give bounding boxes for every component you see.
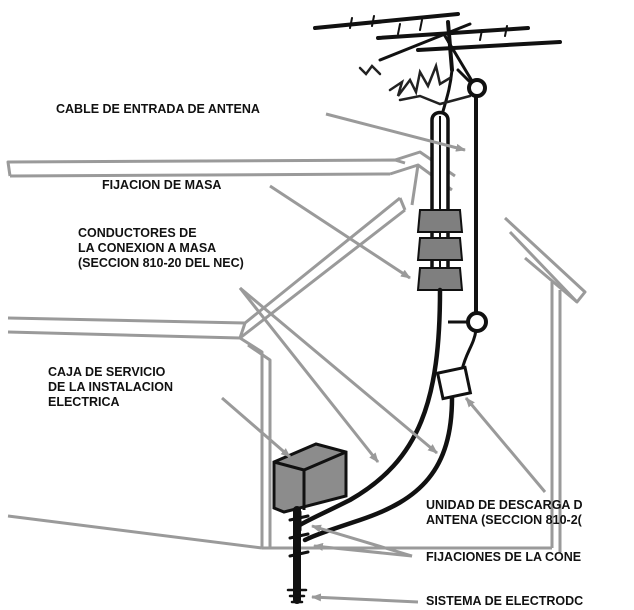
arrow-conductor-1: [238, 287, 380, 463]
arrow-sistema-electrodo: [311, 593, 419, 604]
label-unidad-descarga-line1: UNIDAD DE DESCARGA D: [426, 498, 583, 512]
arrow-cable-entrada: [325, 112, 466, 152]
label-caja-servicio-line2: DE LA INSTALACION: [48, 380, 173, 394]
arrow-fijaciones-1: [311, 524, 413, 558]
label-unidad-descarga: UNIDAD DE DESCARGA D ANTENA (SECCION 810…: [426, 498, 583, 528]
ground-electrode: [286, 506, 310, 604]
arrow-unidad-descarga: [464, 397, 547, 493]
label-conductores: CONDUCTORES DE LA CONEXION A MASA (SECCI…: [78, 226, 244, 271]
label-fijacion-masa: FIJACION DE MASA: [102, 178, 222, 192]
antenna-scribble: [358, 61, 472, 106]
service-box: [272, 442, 348, 514]
label-caja-servicio: CAJA DE SERVICIO DE LA INSTALACION ELECT…: [48, 365, 173, 410]
label-sistema-electrodo: SISTEMA DE ELECTRODC: [426, 594, 584, 608]
arrow-fijaciones-2: [313, 542, 413, 558]
arrow-fijacion-masa: [269, 184, 411, 280]
ground-clamps: [416, 209, 464, 291]
label-conductores-line3: (SECCION 810-20 DEL NEC): [78, 256, 244, 270]
house-outline: [6, 150, 587, 552]
pointer-arrows: [221, 112, 547, 604]
label-caja-servicio-line3: ELECTRICA: [48, 395, 120, 409]
label-fijaciones-conexion: FIJACIONES DE LA CONE: [426, 550, 582, 564]
label-unidad-descarga-line2: ANTENA (SECCION 810-2(: [426, 513, 582, 527]
antenna: [313, 12, 562, 117]
arrow-conductor-2: [239, 286, 438, 455]
label-caja-servicio-line1: CAJA DE SERVICIO: [48, 365, 166, 379]
discharge-unit: [435, 329, 478, 401]
label-cable-entrada: CABLE DE ENTRADA DE ANTENA: [56, 102, 260, 116]
arrow-caja-servicio: [221, 396, 291, 459]
label-conductores-line2: LA CONEXION A MASA: [78, 241, 217, 255]
label-conductores-line1: CONDUCTORES DE: [78, 226, 197, 240]
